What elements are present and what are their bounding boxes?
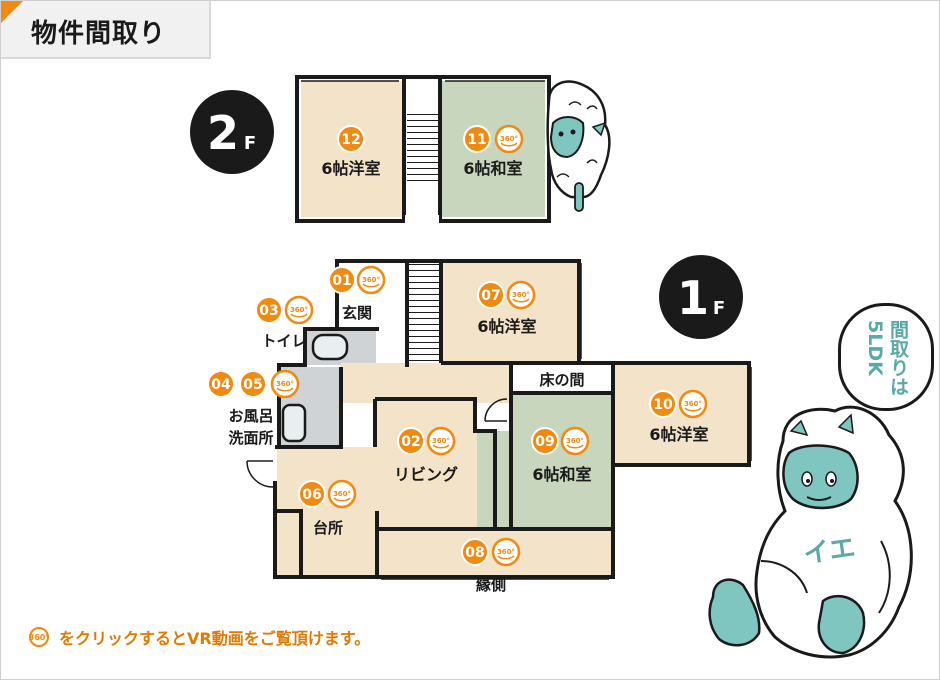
mascot-large-illustration: イエ: [708, 405, 913, 659]
tokonoma-area: [513, 365, 613, 393]
room-number-badge-02: 02: [397, 427, 425, 455]
speech-bubble: 間取りは 5LDK: [838, 303, 934, 411]
room-number-text: 02: [401, 434, 420, 450]
floor-badge-1f-number: 1: [677, 271, 709, 325]
room-09-label: 6帖和室: [532, 465, 591, 484]
room-number-badge-11: 11: [463, 125, 491, 153]
room-labels: 6帖洋室 6帖和室 玄関 トイレ お風呂 洗面所 6帖洋室 リビング 6帖和室 …: [228, 159, 708, 594]
vr-360-button-room-06[interactable]: 360°: [327, 479, 357, 509]
floor-2-plan: 2 F: [190, 75, 551, 223]
speech-bubble-line-1: 間取りは: [887, 320, 909, 396]
room-10-area: [615, 363, 749, 465]
room-01-label: 玄関: [342, 304, 372, 322]
vr-360-icon: 360°: [29, 627, 49, 647]
room-number-badge-06: 06: [298, 480, 326, 508]
room-number-badge-07: 07: [477, 281, 505, 309]
room-12-label: 6帖洋室: [321, 159, 380, 178]
vr-360-button-room-04[interactable]: 360°: [270, 369, 300, 399]
room-number-text: 03: [259, 303, 278, 319]
room-number-text: 06: [302, 487, 321, 503]
vr-360-button-room-03[interactable]: 360°: [284, 295, 314, 325]
vr-360-icon: 360°: [500, 135, 518, 143]
vr-360-icon: 360°: [497, 548, 515, 556]
vr-360-icon: 360°: [362, 276, 380, 284]
title-accent-corner: [1, 1, 23, 23]
vr-360-button-room-07[interactable]: 360°: [506, 280, 536, 310]
room-number-text: 01: [332, 273, 351, 289]
sink-fixture: [281, 403, 307, 443]
vr-360-icon: 360°: [512, 291, 530, 299]
room-number-text: 09: [535, 434, 554, 450]
room-02-label: リビング: [394, 465, 458, 484]
door-swing-kitchen: [246, 460, 274, 488]
room-number-text: 11: [467, 132, 486, 148]
room-number-badge-01: 01: [328, 266, 356, 294]
tokonoma-label: 床の間: [539, 371, 584, 389]
stairs-1f: [407, 263, 439, 363]
vr-360-icon: 360°: [276, 380, 294, 388]
room-number-text: 05: [243, 377, 262, 393]
toilet-fixture: [311, 333, 349, 361]
floor-badge-2f: [190, 90, 274, 174]
walls-1f: [273, 259, 751, 579]
floor-badge-1f-suffix: F: [713, 298, 725, 319]
vr-360-button-room-11[interactable]: 360°: [494, 124, 524, 154]
stairs-2f: [407, 111, 438, 181]
room-number-text: 12: [341, 132, 360, 148]
room-11-label: 6帖和室: [463, 159, 522, 178]
room-11-area: [441, 81, 545, 217]
room-number-badge-04: 04: [207, 370, 235, 398]
door-swing-hall: [484, 398, 508, 422]
room-03-label: トイレ: [261, 332, 306, 350]
room-number-text: 04: [211, 377, 231, 393]
room-number-text: 07: [481, 288, 500, 304]
room-04-label: お風呂: [228, 407, 273, 425]
floor-badge-2f-number: 2: [207, 106, 239, 160]
vr-360-icon: 360°: [290, 306, 308, 314]
room-number-badge-05: 05: [239, 370, 267, 398]
room-09-area: [513, 393, 613, 527]
room-number-badge-03: 03: [255, 296, 283, 324]
room-badges: 12 11 01 03 04 05 07 02 09 06 08 10 360° 360° 360° 360°…: [207, 124, 708, 567]
room-06-label: 台所: [313, 519, 343, 537]
vr-360-icon: 360°: [566, 437, 584, 445]
room-07-area: [441, 261, 577, 363]
room-05-label: 洗面所: [228, 429, 273, 447]
room-number-text: 08: [465, 545, 484, 561]
vr-360-button-room-10[interactable]: 360°: [678, 389, 708, 419]
mascot-belly-text: イエ: [802, 533, 857, 570]
room-07-label: 6帖洋室: [477, 317, 536, 336]
page-title: 物件間取り: [31, 19, 167, 49]
vr-360-button-room-09[interactable]: 360°: [560, 426, 590, 456]
vr-360-icon: 360°: [432, 437, 450, 445]
vr-360-button-room-02[interactable]: 360°: [426, 426, 456, 456]
room-number-badge-09: 09: [531, 427, 559, 455]
room-number-badge-08: 08: [461, 538, 489, 566]
room-10-label: 6帖洋室: [649, 425, 708, 444]
vr-360-icon: 360°: [684, 400, 702, 408]
mascot-small-illustration: [546, 80, 611, 212]
footer-note: 360° をクリックするとVR動画をご覧頂けます。: [29, 625, 370, 649]
floor-badge-1f: [659, 255, 743, 339]
floor-badge-2f-suffix: F: [244, 133, 256, 154]
vr-360-button-room-08[interactable]: 360°: [491, 537, 521, 567]
footer-note-text: をクリックするとVR動画をご覧頂けます。: [59, 629, 371, 648]
speech-bubble-line-2: 5LDK: [864, 320, 886, 376]
room-08-label: 縁側: [476, 576, 506, 594]
room-number-text: 10: [653, 397, 673, 413]
room-02-area: [377, 399, 477, 529]
room-number-badge-10: 10: [649, 390, 677, 418]
vr-360-icon: 360°: [333, 490, 351, 498]
title-tab: 物件間取り: [1, 1, 211, 59]
vr-360-button-room-01[interactable]: 360°: [356, 265, 386, 295]
room-number-badge-12: 12: [337, 125, 365, 153]
